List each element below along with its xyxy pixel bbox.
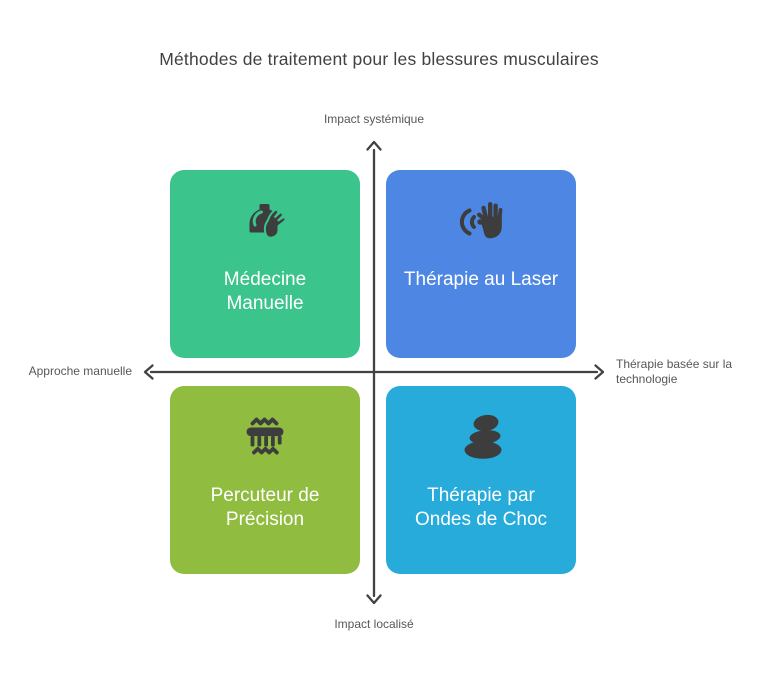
quadrant-label-line: Thérapie par xyxy=(427,485,535,506)
axis-label-right: Thérapie basée sur la technologie xyxy=(616,357,733,386)
stacked-stones-icon xyxy=(464,414,502,459)
percussion-massager-icon xyxy=(246,417,284,455)
arrow-down-icon xyxy=(366,594,382,605)
quadrant-label-line: Précision xyxy=(225,509,305,530)
quadrant-label-line: Percuteur de xyxy=(210,485,320,506)
arrow-up-icon xyxy=(366,140,382,151)
axis-label-bottom: Impact localisé xyxy=(334,617,414,631)
quadrant-label-line: Thérapie au Laser xyxy=(403,269,559,290)
quadrant-label: Thérapie par Ondes de Choc xyxy=(401,484,561,532)
quadrant-therapie-ondes-de-choc: Thérapie par Ondes de Choc xyxy=(386,386,576,574)
quadrant-percuteur-de-precision: Percuteur de Précision xyxy=(170,386,360,574)
quadrant-label: Thérapie au Laser xyxy=(401,268,561,292)
quadrant-label: Percuteur de Précision xyxy=(185,484,345,532)
quadrant-label: Médecine Manuelle xyxy=(185,268,345,316)
quadrant-label-line: Médecine xyxy=(223,269,307,290)
arrow-left-icon xyxy=(143,364,154,380)
laser-hand-icon xyxy=(459,202,503,239)
quadrant-therapie-au-laser: Thérapie au Laser xyxy=(386,170,576,358)
quadrant-label-line: Manuelle xyxy=(226,293,304,314)
axis-label-top: Impact systémique xyxy=(323,112,425,126)
page-title: Méthodes de traitement pour les blessure… xyxy=(159,49,599,69)
quadrant-label-line: Ondes de Choc xyxy=(414,509,548,530)
kneading-hand-icon xyxy=(249,204,287,239)
quadrant-medecine-manuelle: Médecine Manuelle xyxy=(170,170,360,358)
arrow-right-icon xyxy=(594,364,605,380)
axis-label-left: Approche manuelle xyxy=(28,364,132,378)
